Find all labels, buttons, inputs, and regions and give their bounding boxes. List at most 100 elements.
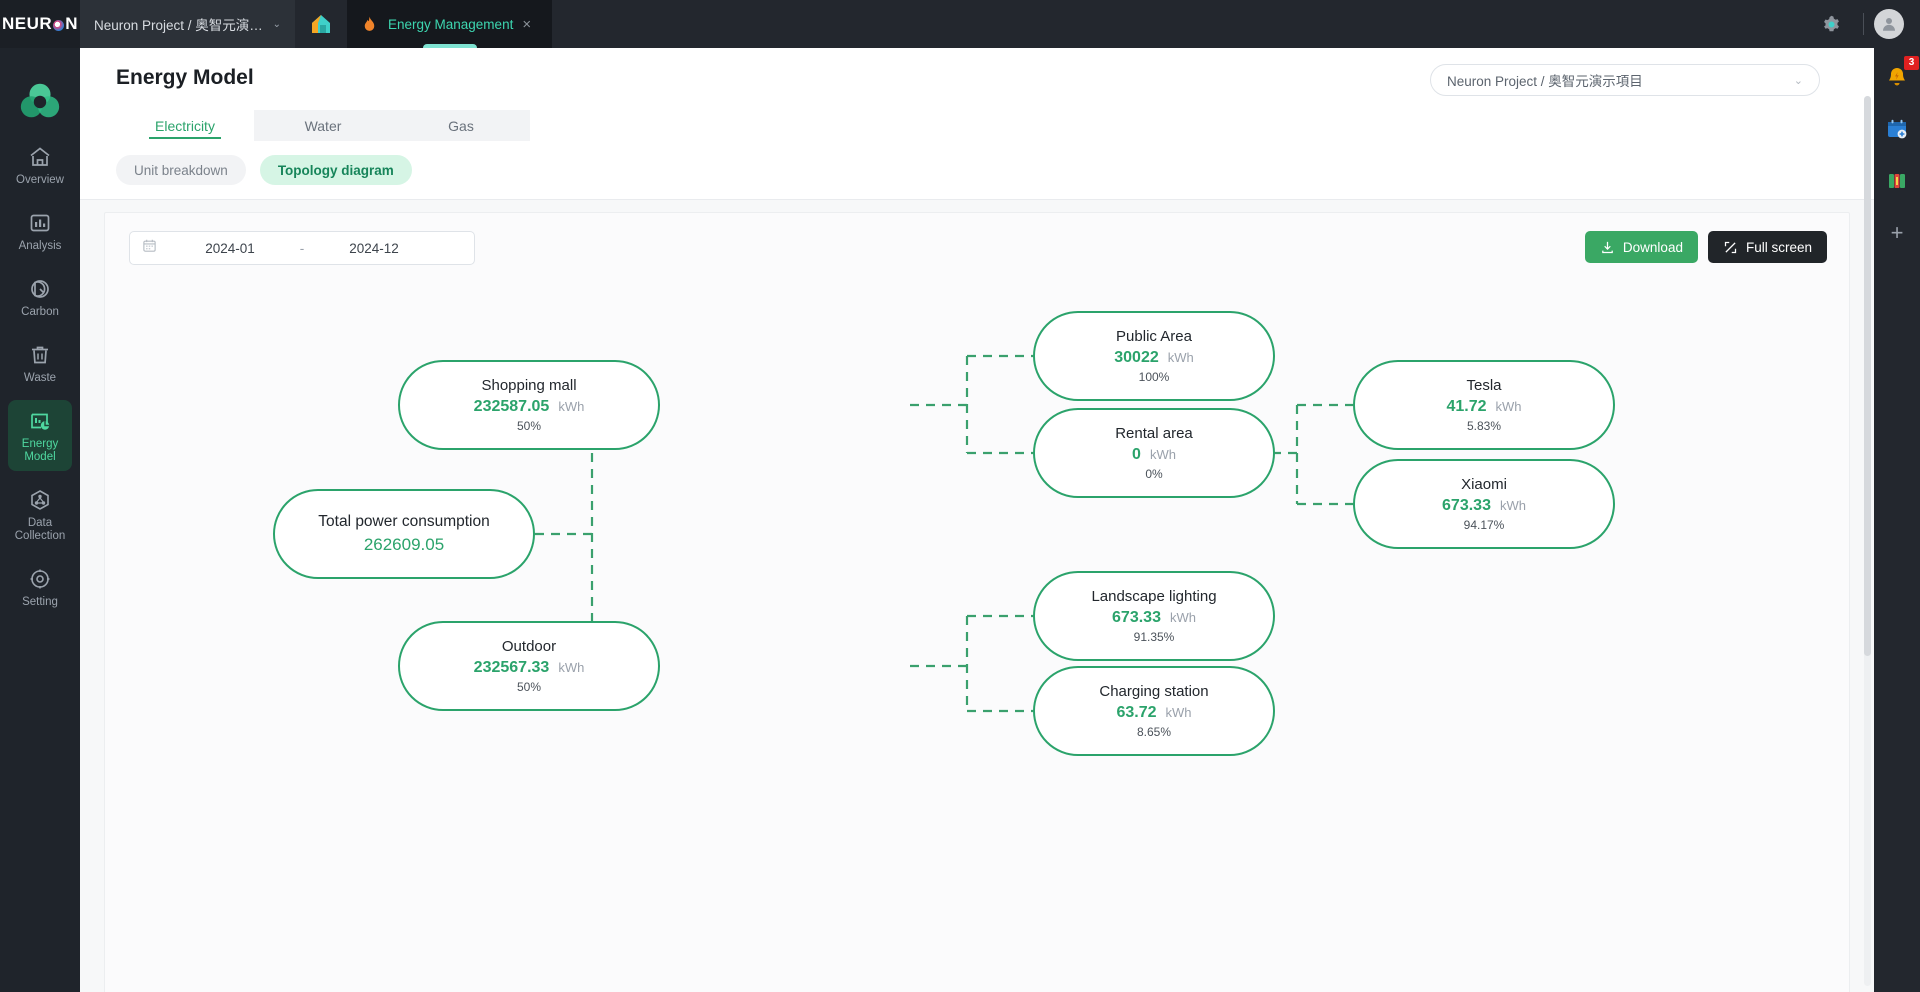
download-button[interactable]: Download [1584, 231, 1698, 263]
calendar-icon [142, 238, 157, 258]
right-rail: 3 + [1874, 48, 1920, 992]
top-bar: NEUR N Neuron Project / 奥智元演… ⌄ Energy Ma… [0, 0, 1920, 52]
node-percent: 0% [1145, 467, 1163, 481]
notification-badge: 3 [1904, 56, 1919, 70]
node-unit: kWh [558, 660, 585, 675]
main-content: Energy Model Neuron Project / 奥智元演示項目 ⌄ … [80, 48, 1874, 992]
toolbar-divider [1863, 13, 1864, 35]
view-mode-topology-diagram[interactable]: Topology diagram [259, 155, 412, 185]
sidebar-item-setting[interactable]: Setting [8, 558, 72, 616]
node-unit: kWh [1495, 399, 1522, 414]
app-tab-label: Energy Management [388, 16, 514, 32]
sidebar-item-overview[interactable]: Overview [8, 136, 72, 194]
node-unit: kWh [1167, 350, 1194, 365]
logo-text: NEUR N [2, 14, 78, 34]
node-value: 232587.05 [473, 398, 550, 415]
brand-mark-icon [0, 66, 80, 136]
topology-node-outdoor[interactable]: Outdoor 232567.33 kWh 50% [398, 621, 660, 711]
date-end-value[interactable]: 2024-12 [349, 240, 399, 256]
tab-gas[interactable]: Gas [392, 110, 530, 141]
top-bar-actions [1809, 0, 1920, 48]
view-mode-switch: Unit breakdown Topology diagram [80, 141, 1874, 200]
node-value: 673.33 [1112, 609, 1161, 626]
bell-icon [1889, 68, 1905, 86]
topology-node-charging-station[interactable]: Charging station 63.72 kWh 8.65% [1033, 666, 1275, 756]
project-tab-label: Neuron Project / 奥智元演… [94, 18, 263, 33]
date-range-picker[interactable]: 2024-01 - 2024-12 [129, 231, 475, 265]
date-start-value[interactable]: 2024-01 [205, 240, 255, 256]
node-value-row: 673.33 kWh [1442, 497, 1526, 515]
chevron-down-icon: ⌄ [1793, 74, 1803, 87]
project-selector-value: Neuron Project / 奥智元演示項目 [1447, 74, 1643, 89]
view-mode-label: Unit breakdown [134, 162, 228, 178]
avatar[interactable] [1874, 9, 1904, 39]
left-sidebar: Overview Analysis Carbon Waste [0, 48, 80, 992]
app-tab-energy-management[interactable]: Energy Management × [347, 0, 552, 52]
sidebar-item-waste[interactable]: Waste [8, 334, 72, 392]
add-button[interactable]: + [1882, 218, 1912, 248]
panel-toolbar: 2024-01 - 2024-12 Download [105, 213, 1849, 281]
node-title: Shopping mall [481, 377, 577, 394]
node-value-row: 262609.05 [364, 535, 444, 555]
calendar-add-button[interactable] [1882, 114, 1912, 144]
view-mode-unit-breakdown[interactable]: Unit breakdown [116, 155, 246, 185]
node-value: 63.72 [1116, 704, 1157, 721]
project-tab[interactable]: Neuron Project / 奥智元演… ⌄ [80, 0, 295, 48]
node-percent: 50% [516, 680, 542, 694]
download-icon [1602, 241, 1613, 253]
node-value-row: 673.33 kWh [1112, 609, 1196, 627]
sidebar-item-analysis[interactable]: Analysis [8, 202, 72, 260]
chart-bar-icon [30, 214, 50, 232]
node-unit: kWh [1169, 610, 1196, 625]
node-value-row: 232587.05 kWh [474, 398, 585, 416]
topology-node-shopping-mall[interactable]: Shopping mall 232587.05 kWh 50% [398, 360, 660, 450]
gear-icon [30, 569, 50, 589]
node-percent: 91.35% [1133, 630, 1175, 644]
logo-text-left: NEUR [2, 14, 53, 33]
topology-node-public-area[interactable]: Public Area 30022 kWh 100% [1033, 311, 1275, 401]
user-icon [1883, 18, 1895, 31]
topology-node-total[interactable]: Total power consumption 262609.05 [273, 489, 535, 579]
logo-text-right: N [65, 14, 78, 33]
energy-type-tabs: Electricity Water Gas [80, 110, 1874, 141]
gear-icon [1823, 15, 1839, 31]
panel-actions: Download Full screen [1584, 231, 1827, 263]
fullscreen-button[interactable]: Full screen [1707, 231, 1827, 263]
node-value: 262609.05 [363, 535, 445, 554]
notifications-button[interactable]: 3 [1882, 56, 1919, 92]
close-icon[interactable]: × [522, 15, 532, 33]
topology-node-landscape-lighting[interactable]: Landscape lighting 673.33 kWh 91.35% [1033, 571, 1275, 661]
sidebar-item-label: Waste [23, 372, 57, 384]
tab-electricity[interactable]: Electricity [116, 110, 254, 141]
topology-node-xiaomi[interactable]: Xiaomi 673.33 kWh 94.17% [1353, 459, 1615, 549]
topology-node-rental-area[interactable]: Rental area 0 kWh 0% [1033, 408, 1275, 498]
node-percent: 94.17% [1463, 518, 1505, 532]
node-value: 0 [1132, 446, 1141, 463]
node-value-row: 232567.33 kWh [474, 659, 585, 677]
tab-water[interactable]: Water [254, 110, 392, 141]
sidebar-item-energy-model[interactable]: Energy Model [8, 400, 72, 471]
tab-label: Gas [448, 117, 474, 134]
sidebar-item-data-collection[interactable]: Data Collection [8, 479, 72, 550]
node-title: Total power consumption [318, 513, 490, 530]
library-button[interactable] [1882, 166, 1912, 196]
home-tab[interactable] [295, 0, 347, 48]
node-value: 673.33 [1442, 497, 1491, 514]
date-range-separator: - [299, 240, 305, 256]
node-title: Rental area [1115, 425, 1193, 442]
node-title: Public Area [1116, 328, 1192, 345]
topology-node-tesla[interactable]: Tesla 41.72 kWh 5.83% [1353, 360, 1615, 450]
node-percent: 8.65% [1136, 725, 1172, 739]
view-mode-label: Topology diagram [277, 162, 394, 178]
sidebar-item-carbon[interactable]: Carbon [8, 268, 72, 326]
topology-canvas: Total power consumption 262609.05 Shoppi… [105, 281, 1849, 992]
settings-button[interactable] [1809, 14, 1853, 35]
app-logo[interactable]: NEUR N [0, 0, 80, 48]
chevron-down-icon[interactable]: ⌄ [272, 18, 281, 30]
topology-panel: 2024-01 - 2024-12 Download [104, 212, 1850, 992]
project-selector[interactable]: Neuron Project / 奥智元演示項目 ⌄ [1430, 64, 1820, 96]
main-scrollbar-thumb[interactable] [1864, 96, 1871, 656]
node-percent: 100% [1138, 370, 1170, 384]
page-header: Energy Model Neuron Project / 奥智元演示項目 ⌄ [80, 48, 1874, 110]
download-button-label: Download [1622, 239, 1683, 255]
